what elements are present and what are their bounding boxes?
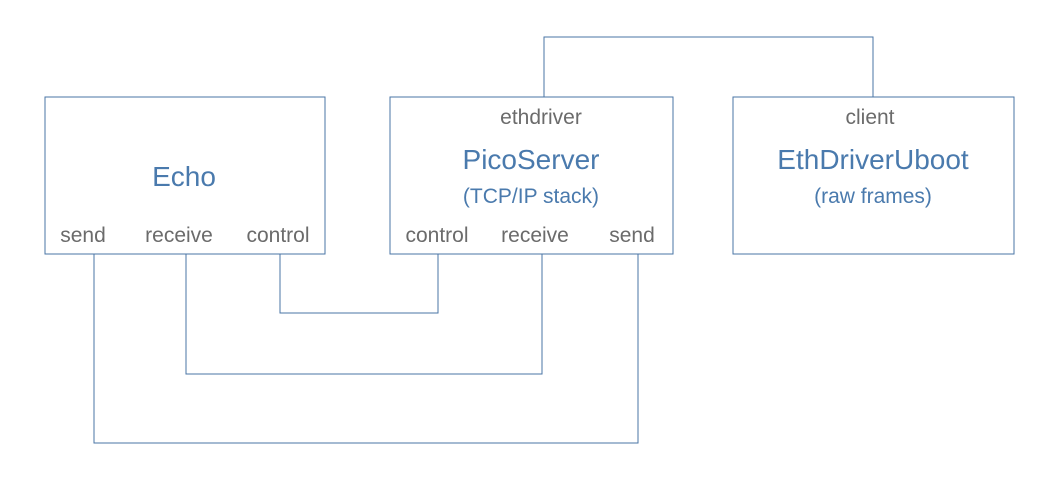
echo-title: Echo [152,161,216,192]
picoserver-box [389,96,674,255]
picoserver-component: ethdriver PicoServer (TCP/IP stack) cont… [389,96,674,255]
echo-component: Echo send receive control [44,96,326,255]
picoserver-port-control: control [405,224,468,247]
ethdriveruboot-title: EthDriverUboot [777,144,969,175]
connection-control [279,254,439,314]
connection-ethdriver-client [543,36,874,97]
picoserver-port-receive: receive [501,224,569,247]
ethdriveruboot-component: client EthDriverUboot (raw frames) [732,96,1015,255]
echo-port-receive: receive [145,224,213,247]
picoserver-port-send: send [609,224,655,247]
picoserver-subtitle: (TCP/IP stack) [463,185,599,208]
ethdriveruboot-box [732,96,1015,255]
picoserver-title: PicoServer [463,144,600,175]
echo-box [44,96,326,255]
ethdriveruboot-port-client: client [845,106,894,129]
connection-receive [185,254,543,375]
echo-port-control: control [246,224,309,247]
connection-send [93,254,639,444]
echo-port-send: send [60,224,106,247]
ethdriveruboot-subtitle: (raw frames) [814,185,932,208]
picoserver-port-ethdriver: ethdriver [500,106,582,129]
